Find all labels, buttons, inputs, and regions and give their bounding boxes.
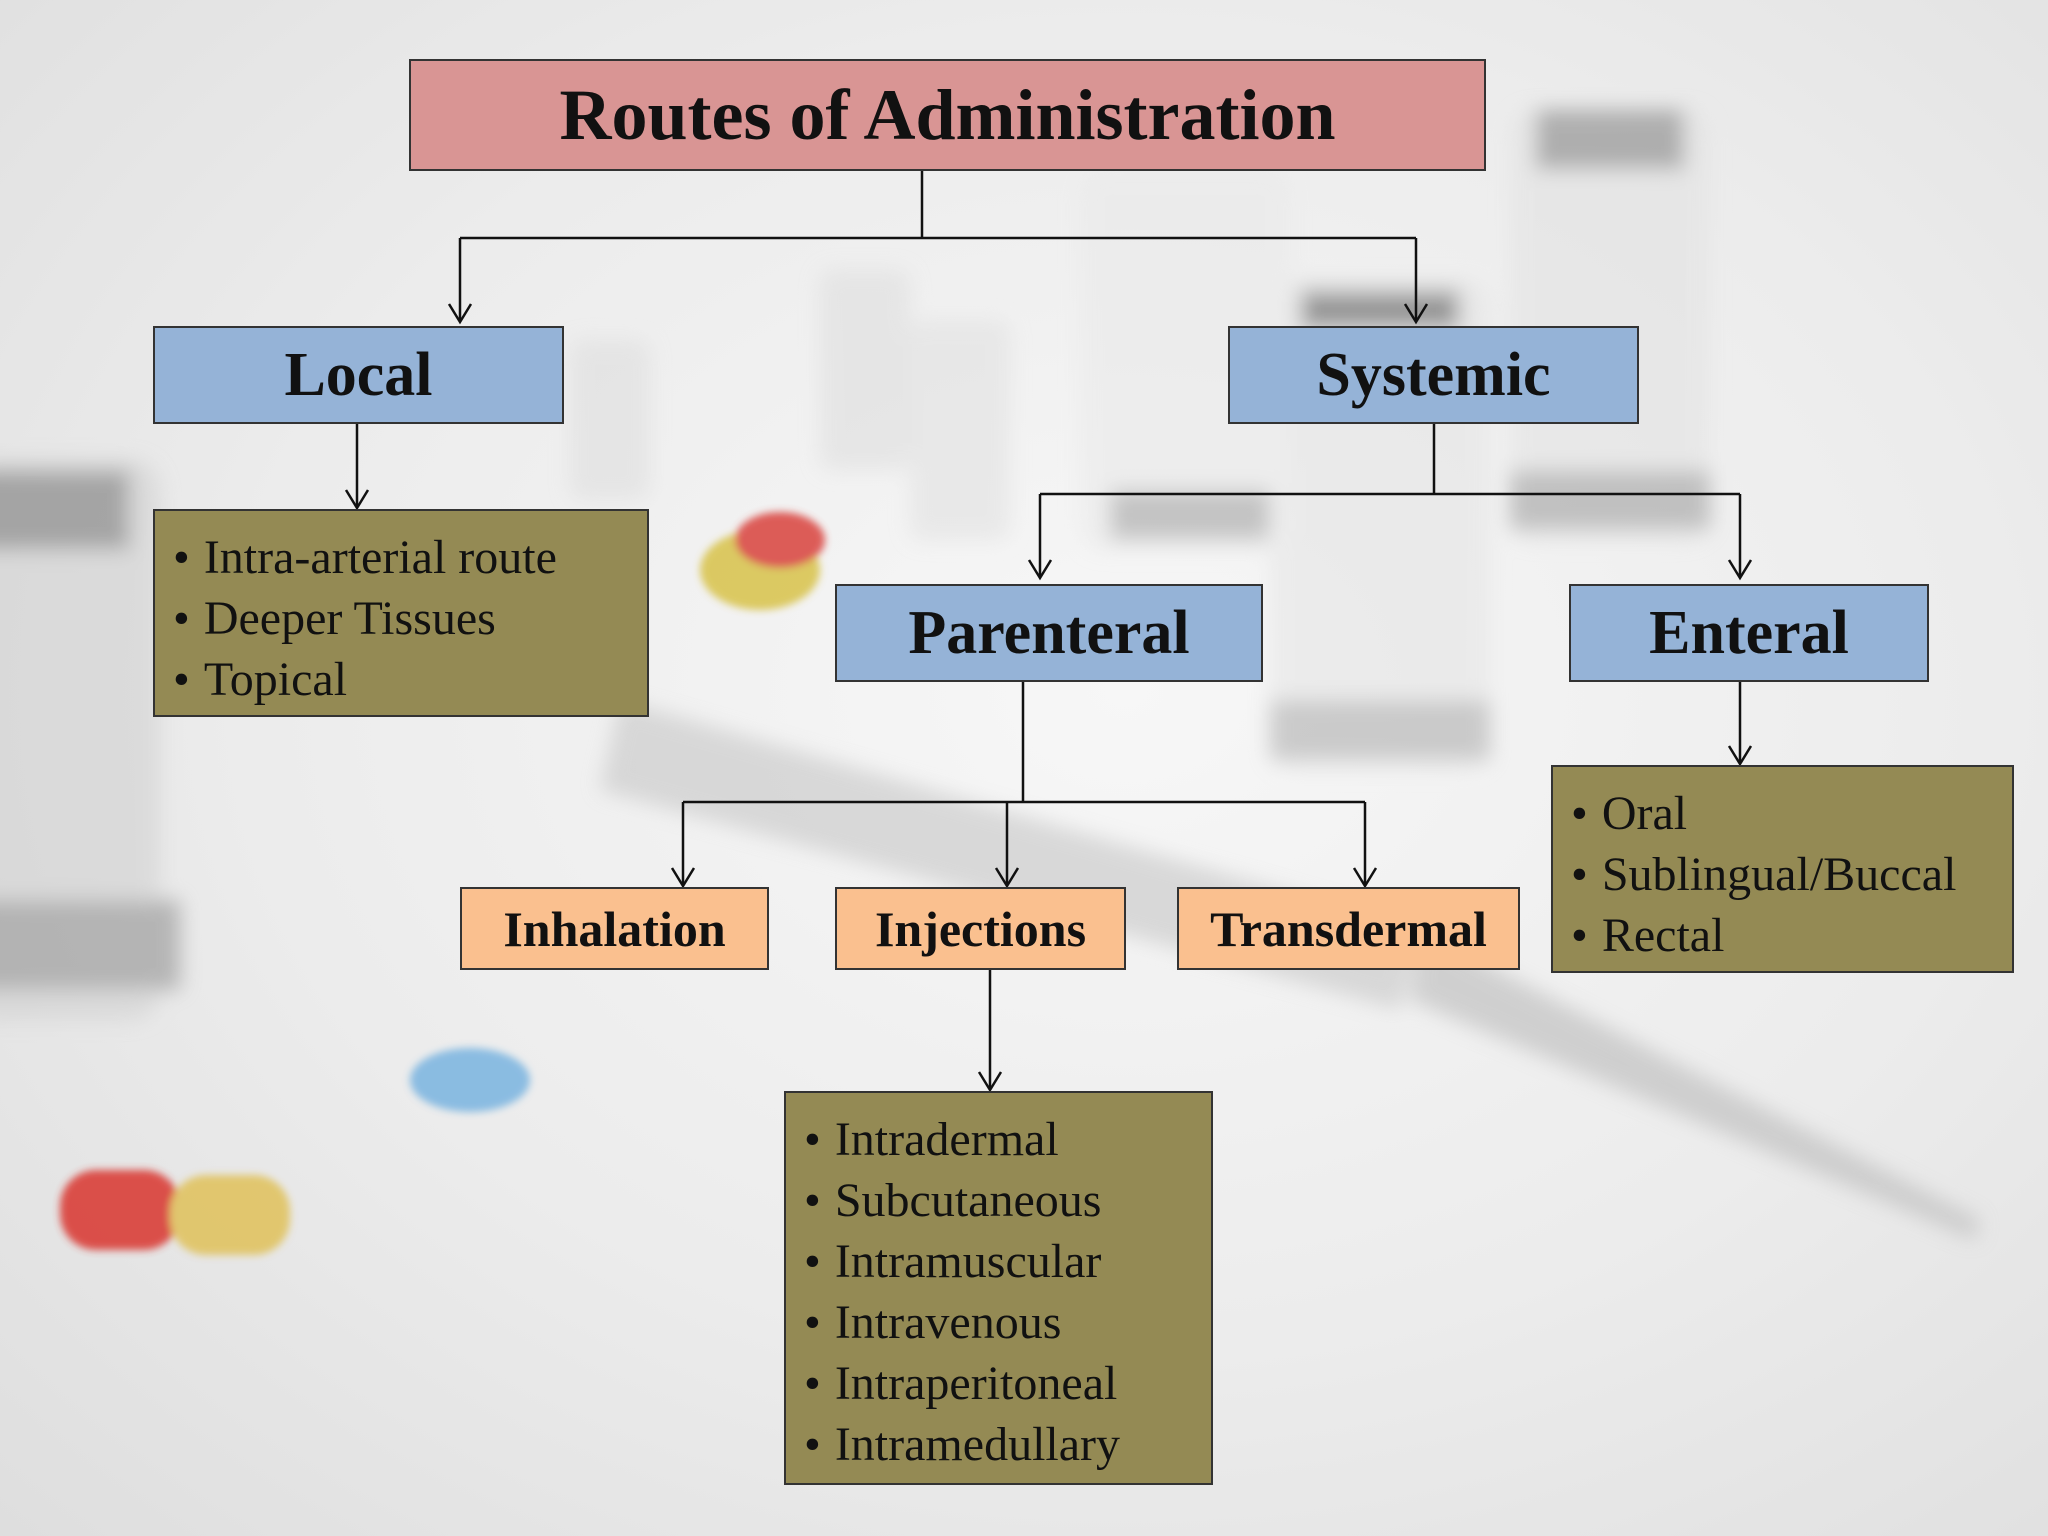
list-item: Subcutaneous [804, 1170, 1211, 1231]
arrowhead-local [447, 303, 473, 325]
arrowhead-systemic [1403, 303, 1429, 325]
list-item: Sublingual/Buccal [1571, 844, 2012, 905]
arrowhead-injections-list [977, 1071, 1003, 1093]
node-transdermal: Transdermal [1177, 887, 1520, 970]
arrowhead-enteral [1727, 559, 1753, 581]
list-item: Oral [1571, 783, 2012, 844]
node-inhalation: Inhalation [460, 887, 769, 970]
arrowhead-local-list [344, 489, 370, 511]
diagram-title: Routes of Administration [409, 59, 1486, 171]
arrowhead-inhalation [670, 867, 696, 889]
node-local: Local [153, 326, 564, 424]
node-systemic: Systemic [1228, 326, 1639, 424]
node-injections: Injections [835, 887, 1126, 970]
arrowhead-transdermal [1352, 867, 1378, 889]
local-routes-list: Intra-arterial route Deeper Tissues Topi… [153, 509, 649, 717]
injection-routes-list: Intradermal Subcutaneous Intramuscular I… [784, 1091, 1213, 1485]
list-item: Intradermal [804, 1109, 1211, 1170]
node-parenteral: Parenteral [835, 584, 1263, 682]
list-item: Intramuscular [804, 1231, 1211, 1292]
list-item: Deeper Tissues [173, 588, 647, 649]
arrowhead-enteral-list [1727, 745, 1753, 767]
list-item: Intravenous [804, 1292, 1211, 1353]
list-item: Intra-arterial route [173, 527, 647, 588]
node-enteral: Enteral [1569, 584, 1929, 682]
list-item: Topical [173, 649, 647, 710]
list-item: Intraperitoneal [804, 1353, 1211, 1414]
enteral-routes-list: Oral Sublingual/Buccal Rectal [1551, 765, 2014, 973]
arrowhead-injections [994, 867, 1020, 889]
arrowhead-parenteral [1027, 559, 1053, 581]
list-item: Intramedullary [804, 1414, 1211, 1475]
list-item: Rectal [1571, 905, 2012, 966]
